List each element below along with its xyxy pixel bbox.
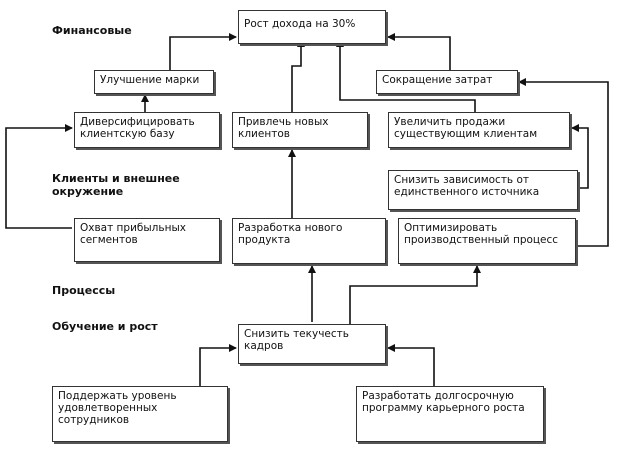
box-develop-product-line2: продукта bbox=[238, 234, 291, 246]
box-satisfied-employees: Поддержать уровень удовлетворенных сотру… bbox=[52, 386, 228, 442]
box-income-growth-text: Рост дохода на 30% bbox=[244, 18, 356, 30]
box-cost-reduction-text: Сокращение затрат bbox=[382, 74, 493, 86]
box-develop-product-line1: Разработка нового bbox=[238, 222, 343, 234]
box-brand-improvement: Улучшение марки bbox=[94, 70, 214, 94]
arrow-career-to-turnover bbox=[387, 344, 435, 386]
box-optimize-line1: Оптимизировать bbox=[404, 222, 498, 234]
arrow-cost-to-income bbox=[387, 33, 451, 72]
label-processes: Процессы bbox=[52, 284, 116, 297]
box-cover-segments-line1: Охват прибыльных bbox=[80, 222, 186, 234]
box-career-line1: Разработать долгосрочную bbox=[362, 390, 514, 402]
label-customers-line1: Клиенты и внешнее bbox=[52, 172, 180, 185]
box-brand-improvement-text: Улучшение марки bbox=[100, 74, 200, 86]
box-career-program: Разработать долгосрочную программу карье… bbox=[356, 386, 544, 442]
box-reduce-turnover-line2: кадров bbox=[244, 340, 284, 352]
box-increase-sales-line1: Увеличить продажи bbox=[394, 116, 506, 128]
arrow-sales-to-income bbox=[336, 39, 476, 112]
box-cover-segments-line2: сегментов bbox=[80, 234, 138, 246]
box-develop-product: Разработка нового продукта bbox=[232, 218, 386, 264]
box-reduce-dependence-line2: единственного источника bbox=[394, 186, 540, 198]
box-attract-line1: Привлечь новых bbox=[238, 116, 329, 128]
label-customers: Клиенты и внешнее окружение bbox=[52, 172, 180, 198]
box-increase-sales-line2: существующим клиентам bbox=[394, 128, 538, 140]
label-customers-line2: окружение bbox=[52, 185, 124, 198]
label-learning: Обучение и рост bbox=[52, 320, 158, 333]
box-diversify: Диверсифицировать клиентскую базу bbox=[74, 112, 220, 148]
box-income-growth: Рост дохода на 30% bbox=[238, 10, 386, 44]
box-increase-sales: Увеличить продажи существующим клиентам bbox=[388, 112, 570, 148]
box-reduce-turnover: Снизить текучесть кадров bbox=[238, 324, 386, 364]
label-financial: Финансовые bbox=[52, 24, 132, 37]
box-reduce-dependence-line1: Снизить зависимость от bbox=[394, 174, 529, 186]
arrow-brand-to-income bbox=[169, 33, 237, 72]
box-reduce-turnover-line1: Снизить текучесть bbox=[244, 328, 349, 340]
box-cover-segments: Охват прибыльных сегментов bbox=[74, 218, 220, 262]
box-optimize-line2: производственный процесс bbox=[404, 234, 559, 246]
arrow-segments-to-diversify bbox=[5, 124, 73, 229]
arrow-optimize-to-cost bbox=[518, 78, 609, 247]
box-satisfied-line2: удовлетворенных bbox=[58, 402, 158, 414]
arrow-satisfied-to-turnover bbox=[199, 344, 237, 386]
box-diversify-line1: Диверсифицировать bbox=[80, 116, 195, 128]
arrow-attract-to-income bbox=[291, 39, 305, 112]
box-optimize-process: Оптимизировать производственный процесс bbox=[398, 218, 576, 264]
arrow-dependence-to-sales bbox=[571, 124, 589, 189]
box-attract-line2: клиентов bbox=[238, 128, 290, 140]
arrow-turnover-to-optimize bbox=[349, 265, 481, 326]
box-reduce-dependence: Снизить зависимость от единственного ист… bbox=[388, 170, 578, 210]
box-attract-clients: Привлечь новых клиентов bbox=[232, 112, 368, 148]
box-satisfied-line3: сотрудников bbox=[58, 414, 130, 426]
box-cost-reduction: Сокращение затрат bbox=[376, 70, 518, 94]
box-career-line2: программу карьерного роста bbox=[362, 402, 525, 414]
box-satisfied-line1: Поддержать уровень bbox=[58, 390, 177, 402]
box-diversify-line2: клиентскую базу bbox=[80, 128, 175, 140]
